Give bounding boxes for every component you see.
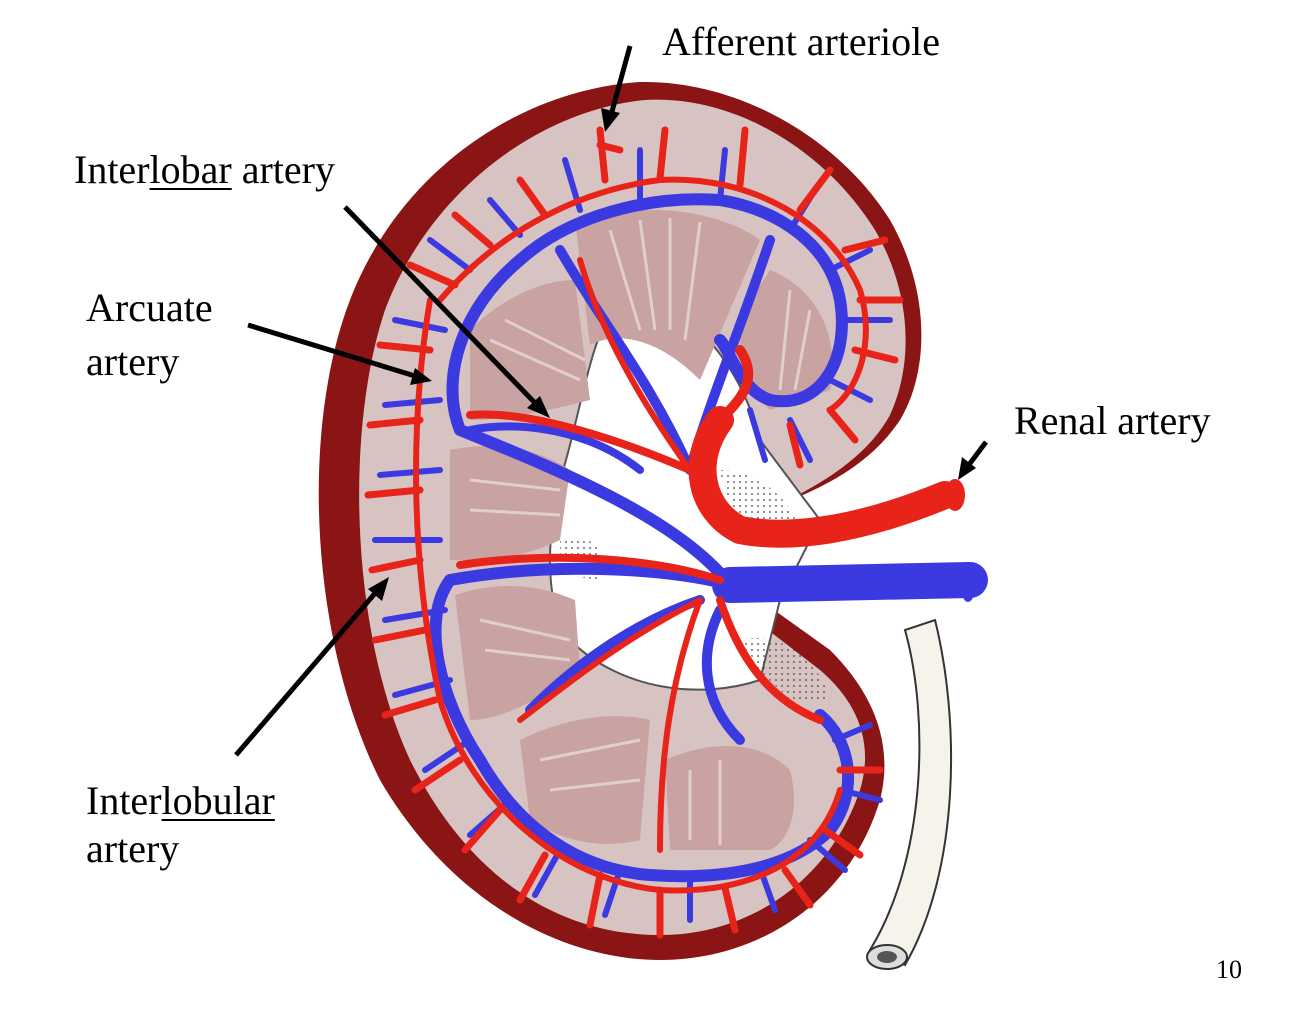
arrow-arcuate-artery bbox=[247, 322, 432, 385]
arrow-renal-artery bbox=[958, 440, 988, 480]
label-interlobar-artery: Interlobar artery bbox=[74, 145, 335, 195]
label-arcuate-artery: Arcuate artery bbox=[86, 283, 213, 387]
label-interlobular-underlined: lobular bbox=[161, 778, 275, 823]
page-number: 10 bbox=[1216, 955, 1242, 984]
renal-artery-stump bbox=[945, 479, 965, 511]
arrow-interlobular-artery bbox=[234, 577, 389, 757]
label-interlobar-underlined: lobar bbox=[149, 147, 232, 192]
label-interlobular-line1: Interlobular bbox=[86, 776, 275, 826]
label-interlobular-prefix: Inter bbox=[86, 778, 162, 823]
renal-vein-stump bbox=[960, 562, 976, 602]
label-arcuate-line2: artery bbox=[86, 339, 180, 384]
ureter bbox=[866, 618, 953, 970]
pointer-arrows bbox=[234, 45, 988, 757]
interlobular-arteries bbox=[364, 126, 904, 939]
label-afferent-arteriole: Afferent arteriole bbox=[662, 19, 940, 64]
label-interlobular-artery: Interlobular artery bbox=[86, 776, 275, 874]
label-renal-artery: Renal artery bbox=[1014, 398, 1211, 443]
vein-branches bbox=[372, 147, 893, 923]
arrow-interlobar-artery bbox=[343, 205, 550, 418]
arrow-afferent-arteriole bbox=[601, 45, 633, 132]
label-interlobar-prefix: Inter bbox=[74, 147, 150, 192]
label-arcuate-line1: Arcuate bbox=[86, 285, 213, 330]
label-interlobular-line2: artery bbox=[86, 826, 180, 871]
arteries bbox=[413, 176, 959, 894]
label-interlobar-suffix: artery bbox=[231, 147, 335, 192]
